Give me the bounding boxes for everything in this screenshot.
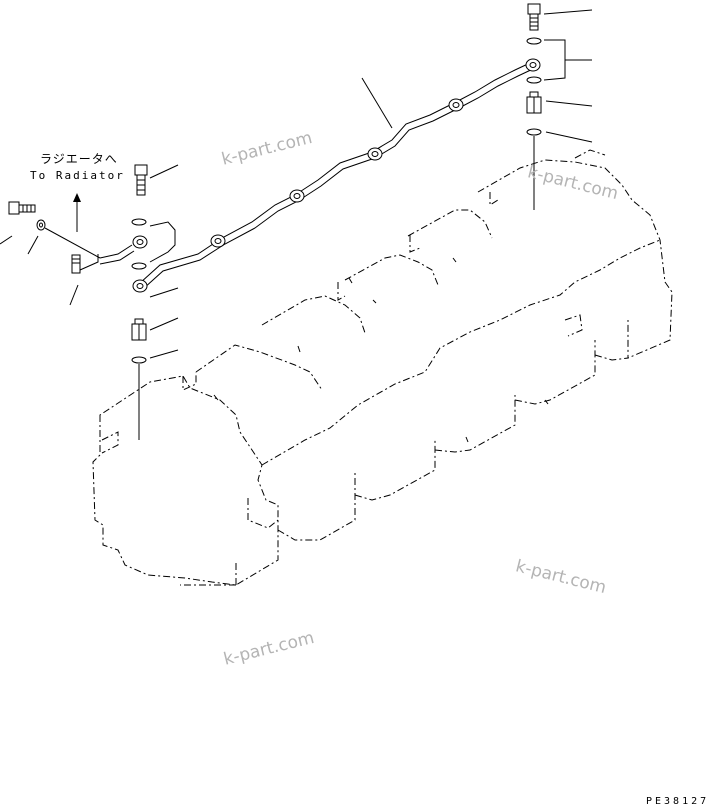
radiator-label-en: To Radiator — [30, 169, 125, 182]
drawing-code: PE38127 — [646, 796, 710, 807]
leader-lines — [0, 9, 593, 359]
right-plug-fitting — [526, 91, 542, 114]
elbow-fitting — [71, 254, 99, 274]
water-pipe — [99, 61, 536, 290]
cylinder-head-block — [92, 149, 673, 586]
left-plug-fitting — [131, 318, 147, 341]
washer — [526, 37, 542, 45]
left-hose-bolt — [134, 164, 148, 196]
washer — [526, 128, 542, 136]
pipe-joints — [132, 58, 541, 293]
washer — [131, 218, 147, 226]
right-hose-bolt — [527, 3, 541, 31]
radiator-label-jp: ラジエータへ — [40, 152, 118, 166]
washer — [526, 76, 542, 84]
washer — [131, 262, 147, 270]
left-washer — [36, 219, 46, 231]
up-arrow-icon — [73, 193, 81, 232]
left-banjo-bolt — [8, 201, 36, 215]
washer — [131, 356, 147, 364]
